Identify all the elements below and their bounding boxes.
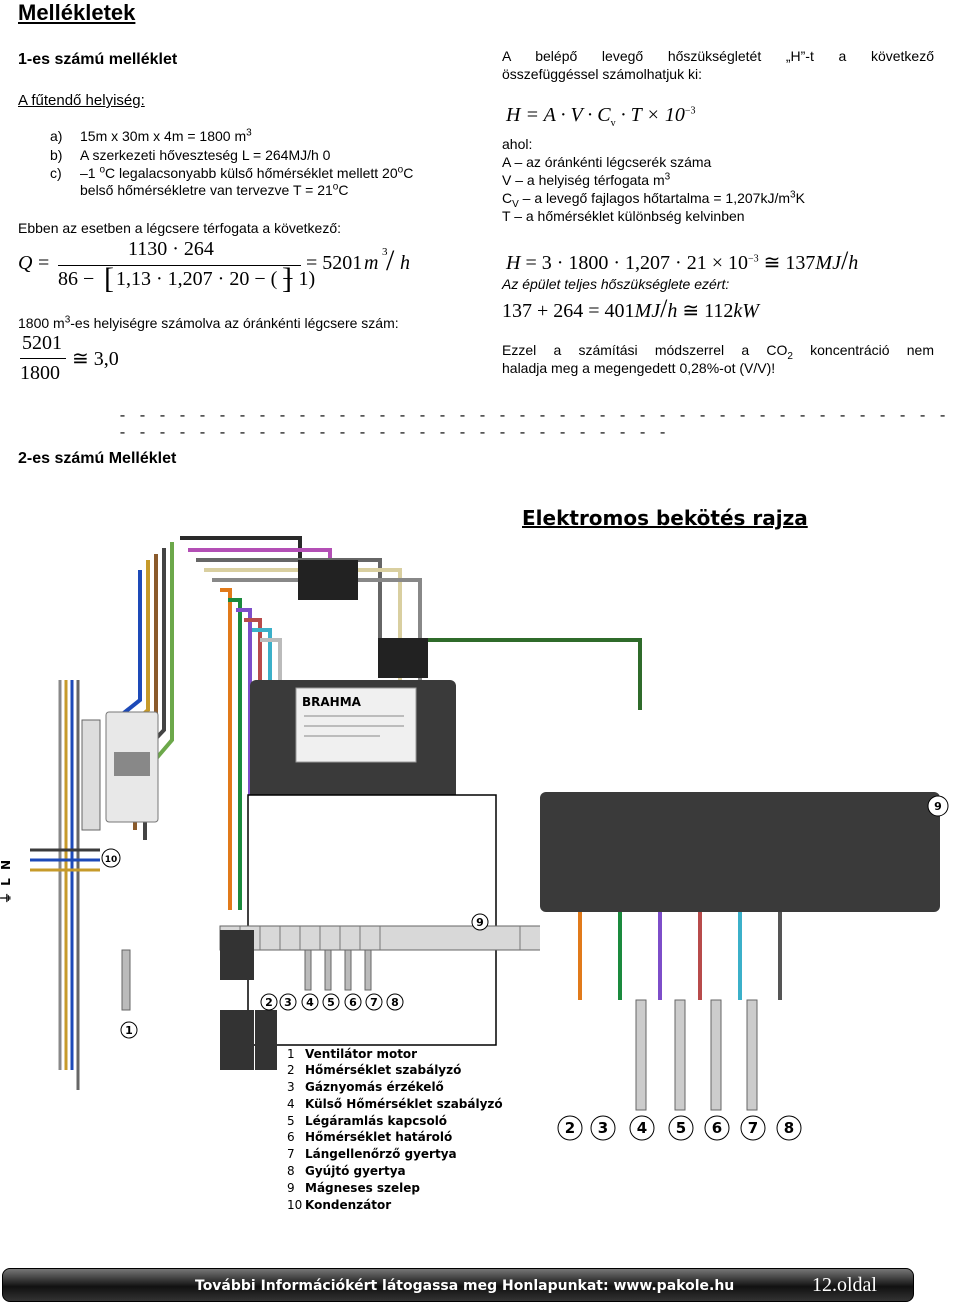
supply-l: L <box>0 878 13 886</box>
annex2-heading: 2-es számú Melléklet <box>18 450 177 467</box>
list-item-c-cont: belső hőmérsékletre van tervezve T = 21o… <box>80 181 349 198</box>
probe-num-8: 8 <box>391 996 399 1009</box>
marker-9-small: 9 <box>476 916 484 929</box>
probe-big-7: 7 <box>748 1119 758 1137</box>
list-item-a: a)15m x 30m x 4m = 1800 m3 <box>50 127 252 144</box>
def-v: V – a helyiség térfogata m3 <box>502 171 671 188</box>
probe-num-2: 2 <box>265 996 273 1009</box>
marker-9-large: 9 <box>934 800 942 813</box>
annex1-subheading: A fűtendő helyiség: <box>18 92 145 109</box>
probe-big-2: 2 <box>565 1119 575 1137</box>
formula-total: 137 + 264 = 401MJ/h ≅ 112kW <box>502 294 759 323</box>
probe-big-6: 6 <box>712 1119 722 1137</box>
probe-big-4: 4 <box>637 1119 647 1137</box>
right-intro-1: A belépő levegő hőszükségletét „H”-t a k… <box>502 48 934 64</box>
list-item-b: b)A szerkezeti hőveszteség L = 264MJ/h 0 <box>50 147 331 163</box>
diagram-title: Elektromos bekötés rajza <box>522 506 808 530</box>
marker-10: 10 <box>105 855 118 865</box>
device-brand: BRAHMA <box>302 695 362 709</box>
formula-h2: H = 3 · 1800 · 1,207 · 21 × 10−3 ≅ 137MJ… <box>506 246 859 275</box>
conclusion-line-2: haladja meg a megengedett 0,28%-ot (V/V)… <box>502 360 776 376</box>
annex1-rate-line: 1800 m3-es helyiségre számolva az óránké… <box>18 314 399 331</box>
def-t: T – a hőmérséklet különbség kelvinben <box>502 208 745 224</box>
probe-num-3: 3 <box>284 996 292 1009</box>
page-number: 12.oldal <box>812 1274 877 1296</box>
formula-q: Q = 1130 · 264 86 − [ 1,13 · 1,207 · 20 … <box>18 238 410 295</box>
right-intro-2: összefüggéssel számolhatjuk ki: <box>502 66 702 82</box>
page-title: Mellékletek <box>18 0 136 25</box>
probe-num-6: 6 <box>349 996 357 1009</box>
probe-big-3: 3 <box>598 1119 608 1137</box>
def-a: A – az óránkénti légcserék száma <box>502 154 712 170</box>
annex1-intro: Ebben az esetben a légcsere térfogata a … <box>18 220 341 236</box>
def-c: CV – a levegő fajlagos hőtartalma = 1,20… <box>502 189 805 210</box>
wiring-diagram: BRAHMA <box>0 536 960 1141</box>
annex1-heading: 1-es számú melléklet <box>18 51 178 68</box>
footer-bar <box>2 1268 914 1302</box>
probe-num-4: 4 <box>306 996 314 1009</box>
right-ahol: ahol: <box>502 136 533 152</box>
conclusion-line-1: Ezzel a számítási módszerrel a CO2 konce… <box>502 342 934 362</box>
marker-1: 1 <box>125 1024 133 1037</box>
formula-h: H = A · V · Cv · T × 10−3 <box>506 104 696 129</box>
probe-num-7: 7 <box>370 996 378 1009</box>
probe-big-8: 8 <box>784 1119 794 1137</box>
supply-n: N <box>0 860 13 870</box>
footer-text: További Információkért látogassa meg Hon… <box>195 1278 735 1294</box>
total-label: Az épület teljes hőszükséglete ezért: <box>502 276 730 292</box>
supply-ground: ⏚ <box>0 892 13 904</box>
list-item-c: c)–1 oC legalacsonyabb külső hőmérséklet… <box>50 164 414 181</box>
probe-big-5: 5 <box>676 1119 686 1137</box>
dashed-divider: - - - - - - - - - - - - - - - - - - - - … <box>118 408 949 442</box>
formula-ratio: 5201 1800 ≅ 3,0 <box>20 332 119 384</box>
probe-num-5: 5 <box>327 996 335 1009</box>
